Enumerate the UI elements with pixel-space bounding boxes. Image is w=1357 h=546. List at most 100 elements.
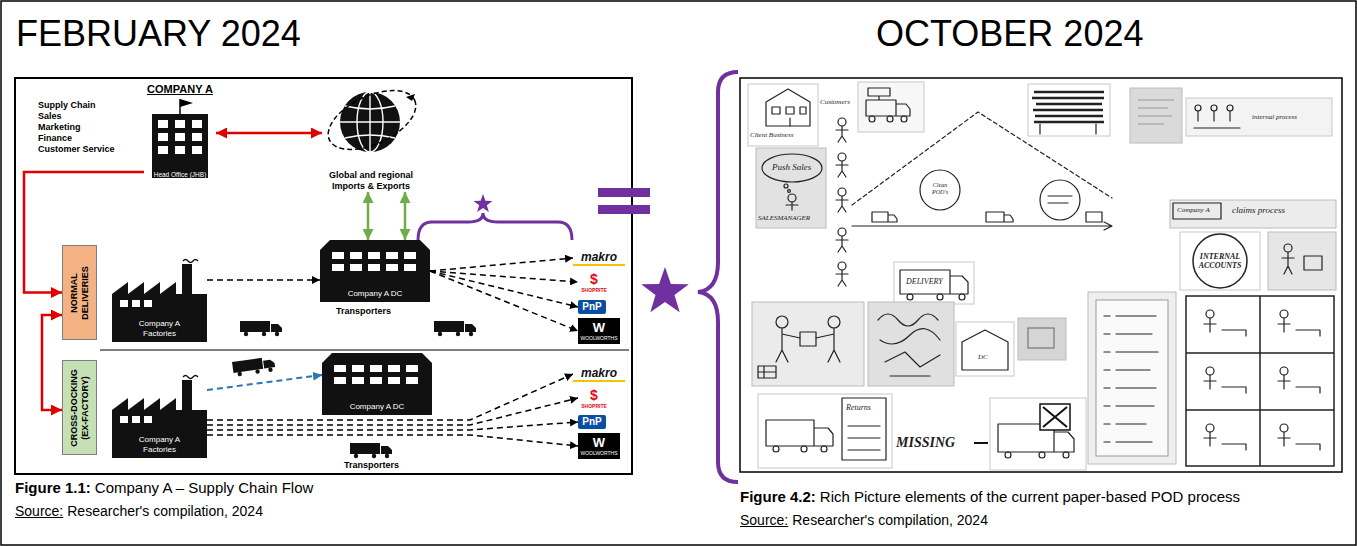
right-figure-frame	[740, 78, 1342, 472]
purple-star	[474, 194, 493, 212]
flow-band: NORMAL DELIVERIES	[62, 245, 97, 340]
transport-label: Transporters	[344, 460, 399, 471]
flow-arrow	[216, 132, 322, 135]
paper-photo	[1138, 100, 1174, 124]
factory-icon	[112, 260, 207, 343]
people-sketch	[1213, 111, 1214, 121]
globe-icon	[319, 78, 424, 161]
truck-sketch	[858, 82, 924, 132]
sketch-label: Clean POD's	[925, 182, 955, 196]
accounts-sketch	[1193, 234, 1247, 288]
missing-sketch	[1005, 452, 1011, 458]
building-icon	[192, 146, 202, 154]
factory-node: Company AFactories	[112, 258, 207, 342]
people-sketch	[1229, 111, 1230, 121]
flow-arrow	[207, 435, 578, 446]
parcel-photo	[1028, 328, 1054, 348]
retailer-logo: makro	[573, 366, 625, 382]
salesman-sketch	[788, 194, 796, 202]
returns-sketch	[758, 394, 892, 468]
stick-figure	[836, 126, 848, 142]
claims-figure	[1304, 256, 1322, 270]
period-heading: OCTOBER 2024	[876, 12, 1143, 55]
list-sketch	[1096, 300, 1168, 456]
logo-text: makro	[581, 366, 617, 380]
missing-sketch	[1063, 452, 1069, 458]
claims-sketch	[1173, 203, 1221, 219]
figure-number: Figure 1.1:	[15, 479, 91, 497]
truck-sketch	[901, 116, 907, 122]
office-label: Head Office (JHB)	[154, 171, 207, 179]
icon-label: Company A	[139, 319, 180, 329]
sketch-label: INTERNAL ACCOUNTS	[1195, 252, 1245, 270]
sketch-label: Returns	[846, 403, 871, 413]
list-sketch	[1088, 292, 1176, 464]
documents-sketch	[1032, 92, 1104, 122]
office-grid-sketch	[1186, 296, 1334, 466]
stick-figure	[836, 118, 848, 286]
office-grid-sketch	[1278, 375, 1320, 393]
paper-photo	[1130, 88, 1182, 143]
icon-label: Factories	[143, 445, 176, 455]
delivery-sketch	[894, 262, 974, 304]
department-item: Sales	[38, 111, 62, 122]
purple-equals	[598, 188, 650, 197]
delivery-sketch	[937, 294, 943, 300]
office-grid-sketch	[1278, 318, 1320, 336]
building-icon	[158, 146, 168, 154]
handover-sketch	[752, 302, 864, 386]
retailer-logo: PnP	[578, 300, 606, 314]
warehouse-icon	[320, 240, 430, 302]
transport-label: Transporters	[336, 306, 391, 317]
retailer-logo: $SHOPRITE	[578, 386, 610, 410]
handover-sketch	[776, 328, 800, 362]
globe-icon	[340, 92, 400, 152]
department-item: Customer Service	[38, 144, 115, 155]
parcel-photo	[1018, 318, 1066, 360]
office-grid-sketch	[1204, 375, 1246, 393]
globe-node: Global and regional Imports & Exports	[322, 84, 420, 192]
stick-figure	[836, 270, 848, 286]
salesman-sketch	[762, 154, 822, 182]
office-grid-sketch	[1280, 310, 1288, 318]
returns-sketch	[848, 426, 880, 450]
list-sketch	[1088, 292, 1176, 464]
truck-icon	[232, 356, 276, 377]
people-sketch	[1194, 127, 1240, 128]
process-sketch	[920, 170, 960, 210]
office-grid-sketch	[1278, 432, 1320, 450]
factory-node: Company AFactories	[112, 374, 207, 458]
building-icon	[158, 120, 202, 154]
flow-arrow	[207, 279, 320, 281]
department-item: Finance	[38, 133, 72, 144]
accounts-sketch	[1180, 232, 1260, 290]
sketch-label: SALESMANAGER	[758, 214, 810, 222]
flow-arrow	[207, 422, 578, 430]
missing-sketch	[974, 442, 988, 444]
period-heading: FEBRUARY 2024	[16, 12, 301, 55]
retailer-logo: WWOOLWORTHS	[578, 433, 620, 459]
purple-bracket	[418, 213, 572, 240]
claims-sketch	[1170, 200, 1336, 228]
retailer-logo: PnP	[578, 415, 606, 429]
dc-sketch	[956, 322, 1014, 376]
icon-label: Company A DC	[350, 402, 405, 412]
source-text: Researcher's compilation, 2024	[792, 512, 988, 529]
globe-label: Global and regional Imports & Exports	[322, 170, 420, 192]
list-sketch	[1104, 316, 1158, 442]
handover-sketch	[816, 328, 840, 362]
retailer-logo: makro	[573, 250, 625, 266]
building-icon	[158, 120, 168, 128]
flow-arrow	[207, 375, 322, 390]
process-sketch	[986, 212, 1013, 222]
sketch-label: Client Business	[750, 131, 793, 139]
icon-label: Company A	[139, 435, 180, 445]
paper-photo	[1130, 88, 1182, 143]
globe-icon	[319, 78, 424, 161]
building-icon	[175, 133, 185, 141]
logo-symbol: $	[590, 388, 598, 403]
process-sketch	[1040, 180, 1080, 220]
globe-icon	[369, 92, 370, 152]
